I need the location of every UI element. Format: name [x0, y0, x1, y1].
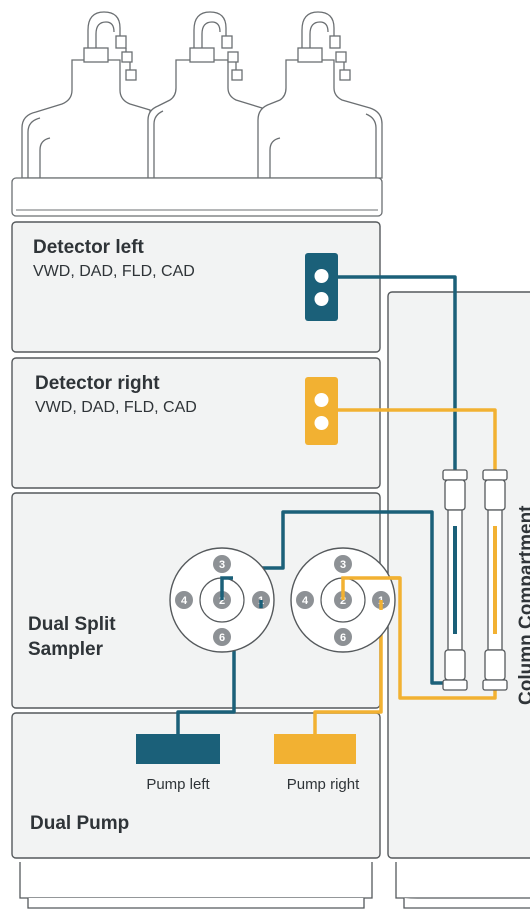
pump-right-block — [274, 734, 356, 764]
right-valve-stub — [341, 576, 400, 600]
detector-right-subtitle: VWD, DAD, FLD, CAD — [35, 399, 197, 416]
valve-right-port-6: 6 — [340, 632, 346, 644]
detector-left-module — [11, 221, 381, 353]
detector-right-title: Detector right — [35, 373, 160, 394]
valve-left-port-3: 3 — [219, 559, 225, 571]
sampler-title-line1: Dual Split — [28, 614, 116, 635]
instrument-feet — [19, 862, 530, 909]
pump-right-label: Pump right — [287, 776, 360, 793]
solvent-tray — [11, 177, 383, 217]
column-right — [482, 469, 508, 691]
pump-left-block — [136, 734, 220, 764]
valve-right-port-3: 3 — [340, 559, 346, 571]
left-valve-stub — [220, 576, 233, 600]
pump-title: Dual Pump — [30, 813, 129, 834]
detector-right-module — [11, 357, 381, 489]
valve-right-port-2: 2 — [340, 595, 346, 607]
valve-left-port-4: 4 — [181, 595, 188, 607]
detector-left-flowcell — [305, 253, 338, 321]
sampler-title-line2: Sampler — [28, 639, 104, 660]
solvent-bottles — [21, 11, 383, 179]
detector-left-subtitle: VWD, DAD, FLD, CAD — [33, 263, 195, 280]
column-compartment-title: Column Compartment — [516, 505, 530, 705]
detector-right-flowcell — [305, 377, 338, 445]
valve-right-port-4: 4 — [302, 595, 309, 607]
detector-left-title: Detector left — [33, 237, 145, 258]
valve-left-port-6: 6 — [219, 632, 225, 644]
pump-left-label: Pump left — [146, 776, 210, 793]
column-left — [442, 469, 468, 691]
valve-left-port-2: 2 — [219, 595, 225, 607]
